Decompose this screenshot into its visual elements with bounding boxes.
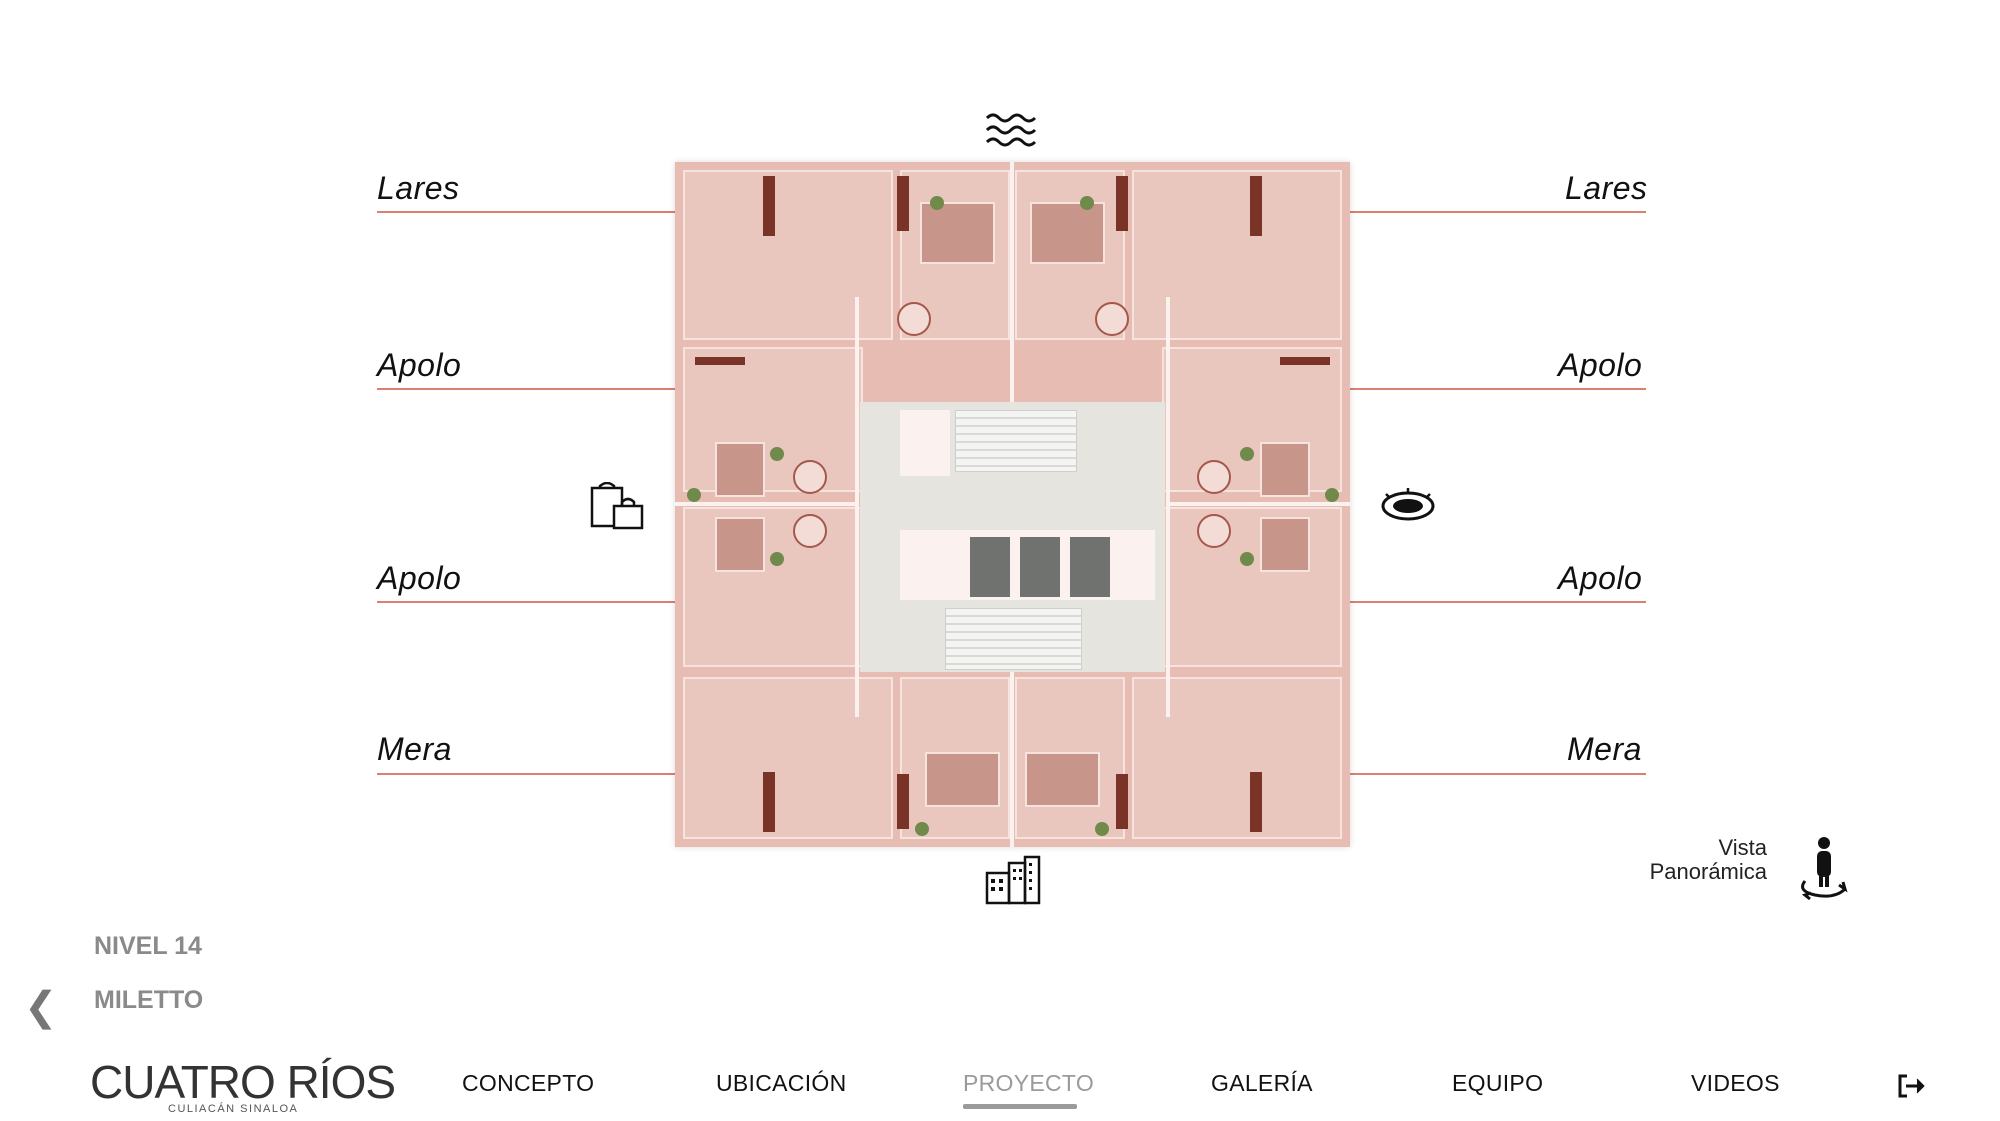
elevator	[970, 537, 1010, 597]
stadium-icon	[1381, 488, 1435, 521]
dining-table	[793, 514, 827, 548]
back-chevron-icon[interactable]: ❮	[24, 985, 58, 1029]
plant	[770, 447, 784, 461]
furniture	[897, 176, 909, 231]
sofa	[715, 517, 765, 572]
sofa	[920, 202, 995, 264]
unit-label-lares-left[interactable]: Lares	[377, 170, 460, 206]
unit-line	[1350, 388, 1646, 390]
furniture	[695, 357, 745, 365]
panoramic-line1: Vista	[1718, 835, 1767, 860]
nav-videos[interactable]: VIDEOS	[1691, 1070, 1780, 1096]
elevator	[1070, 537, 1110, 597]
person-rotate-icon[interactable]	[1795, 835, 1853, 901]
furniture	[1280, 357, 1330, 365]
apartment-block[interactable]	[1132, 170, 1342, 340]
nav-concepto[interactable]: CONCEPTO	[462, 1070, 595, 1096]
unit-label-apolo-right-upper[interactable]: Apolo	[1558, 347, 1643, 383]
level-label: NIVEL 14	[94, 932, 202, 960]
apartment-block[interactable]	[1162, 347, 1342, 492]
plant	[1325, 488, 1339, 502]
unit-line	[1350, 773, 1646, 775]
apartment-block[interactable]	[1132, 677, 1342, 839]
plant	[930, 196, 944, 210]
apartment-block[interactable]	[1162, 507, 1342, 667]
apartment-block[interactable]	[683, 677, 893, 839]
unit-label-mera-right[interactable]: Mera	[1567, 731, 1642, 767]
unit-label-lares-right[interactable]: Lares	[1565, 170, 1648, 206]
panoramic-line2: Panorámica	[1649, 859, 1767, 884]
dining-table	[897, 302, 931, 336]
unit-line	[377, 773, 675, 775]
stairs	[945, 608, 1082, 670]
panoramic-view-label[interactable]: Vista Panorámica	[1650, 836, 1767, 884]
unit-line	[377, 601, 675, 603]
hallway	[900, 410, 950, 476]
logo-name: CUATRO RÍOS	[90, 1056, 396, 1108]
wall	[1170, 502, 1350, 506]
wall	[1010, 162, 1014, 402]
nav-ubicacion[interactable]: UBICACIÓN	[716, 1070, 847, 1096]
logo-subtitle: CULIACÁN SINALOA	[168, 1103, 299, 1115]
sofa	[1260, 517, 1310, 572]
dining-table	[1197, 460, 1231, 494]
unit-line	[377, 388, 675, 390]
plant	[687, 488, 701, 502]
furniture	[1250, 772, 1262, 832]
dining-table	[793, 460, 827, 494]
apartment-block[interactable]	[683, 507, 863, 667]
unit-line	[1350, 601, 1646, 603]
plant	[1080, 196, 1094, 210]
plant	[1240, 552, 1254, 566]
furniture	[763, 772, 775, 832]
plant	[915, 822, 929, 836]
elevator	[1020, 537, 1060, 597]
logout-icon[interactable]	[1897, 1074, 1927, 1098]
sofa	[1030, 202, 1105, 264]
dining-table	[1197, 514, 1231, 548]
unit-label-mera-left[interactable]: Mera	[377, 731, 452, 767]
unit-line	[377, 211, 675, 213]
buildings-icon	[985, 855, 1041, 905]
furniture	[1250, 176, 1262, 236]
wall	[1010, 662, 1014, 847]
unit-label-apolo-right-lower[interactable]: Apolo	[1558, 560, 1643, 596]
sofa	[1260, 442, 1310, 497]
waves-icon	[985, 113, 1037, 147]
stairs	[955, 410, 1077, 472]
furniture	[1116, 176, 1128, 231]
apartment-block[interactable]	[683, 170, 893, 340]
logo[interactable]: CUATRO RÍOS CULIACÁN SINALOA	[90, 1055, 396, 1115]
unit-label-apolo-left-lower[interactable]: Apolo	[377, 560, 462, 596]
shopping-icon	[590, 482, 644, 530]
sofa	[925, 752, 1000, 807]
nav-equipo[interactable]: EQUIPO	[1452, 1070, 1544, 1096]
nav-proyecto[interactable]: PROYECTO	[963, 1070, 1095, 1096]
furniture	[1116, 774, 1128, 829]
unit-label-apolo-left-upper[interactable]: Apolo	[377, 347, 462, 383]
sofa	[1025, 752, 1100, 807]
nav-galeria[interactable]: GALERÍA	[1211, 1070, 1313, 1096]
apartment-block[interactable]	[683, 347, 863, 492]
unit-line	[1350, 211, 1646, 213]
floor-plan[interactable]	[675, 162, 1350, 847]
dining-table	[1095, 302, 1129, 336]
furniture	[763, 176, 775, 236]
building-label[interactable]: MILETTO	[94, 986, 204, 1014]
wall	[855, 297, 859, 717]
wall	[675, 502, 855, 506]
plant	[1240, 447, 1254, 461]
furniture	[897, 774, 909, 829]
wall	[1166, 297, 1170, 717]
nav-active-underline	[963, 1104, 1077, 1109]
plant	[770, 552, 784, 566]
plant	[1095, 822, 1109, 836]
sofa	[715, 442, 765, 497]
